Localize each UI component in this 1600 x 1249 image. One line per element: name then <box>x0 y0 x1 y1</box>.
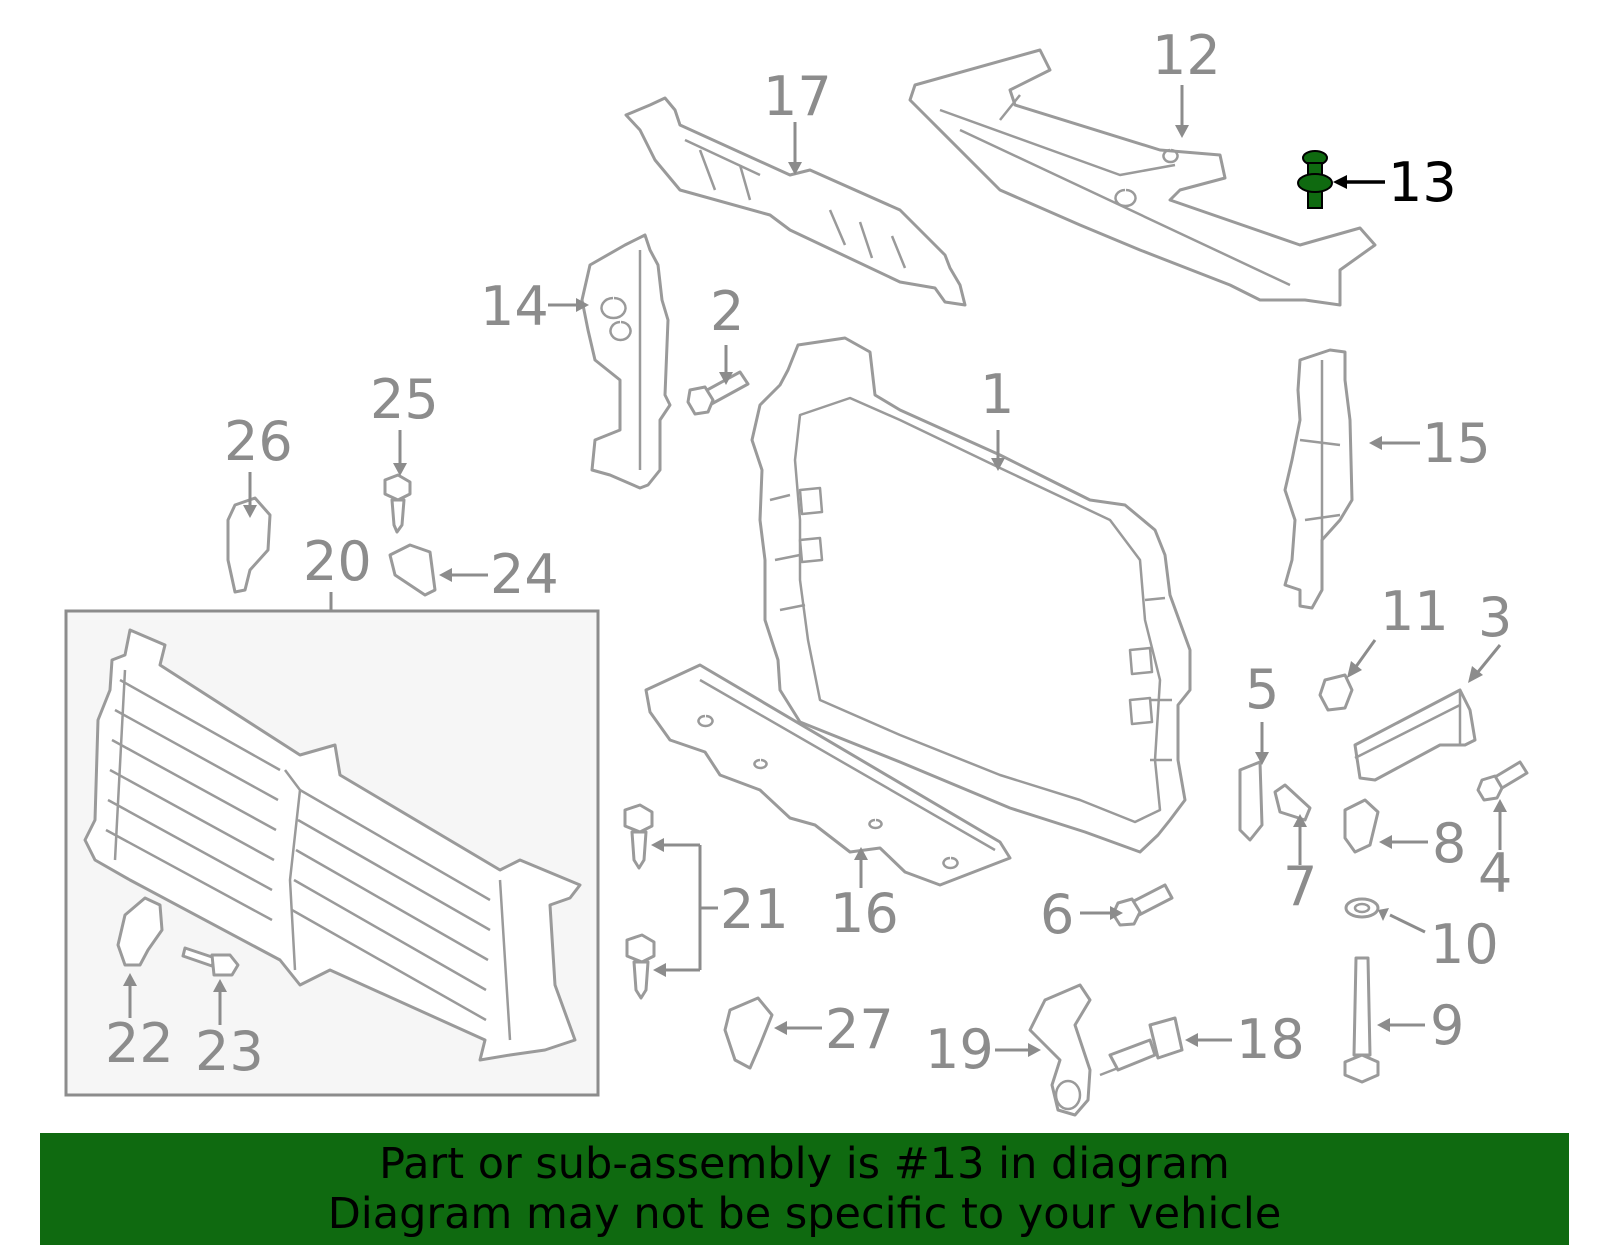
part-18-sensor[interactable] <box>1099 1016 1184 1077</box>
part-26-bracket[interactable] <box>226 496 272 594</box>
part-24-clip[interactable] <box>388 543 437 597</box>
part-23-screw[interactable] <box>181 946 240 977</box>
part-22-bracket[interactable] <box>116 896 164 967</box>
part-4-bolt[interactable] <box>1476 760 1529 802</box>
part-27-clip[interactable] <box>723 996 774 1070</box>
part-9-long-bolt[interactable] <box>1343 956 1380 1084</box>
callout-2: 2 <box>710 280 744 343</box>
part-13-clip-highlighted[interactable] <box>1297 150 1333 209</box>
part-19-latch[interactable] <box>1028 983 1092 1117</box>
part-8-bracket[interactable] <box>1343 798 1380 854</box>
callout-labels: 1 2 3 4 5 6 7 8 9 10 11 12 13 14 15 16 1… <box>105 24 1512 1083</box>
callout-24: 24 <box>490 543 559 606</box>
part-7-plate[interactable] <box>1273 783 1312 822</box>
callout-4: 4 <box>1478 842 1512 905</box>
callout-7: 7 <box>1283 855 1317 918</box>
part-17-air-deflector[interactable] <box>624 96 967 307</box>
part-3-bracket[interactable] <box>1353 688 1477 782</box>
part-15-side-bracket-right[interactable] <box>1283 348 1354 610</box>
callout-25: 25 <box>370 368 439 431</box>
callout-12: 12 <box>1152 24 1221 87</box>
part-10-washer[interactable] <box>1344 897 1380 919</box>
part-12-upper-tie-bar[interactable] <box>908 48 1377 307</box>
callout-11: 11 <box>1380 580 1449 643</box>
part-21-screws[interactable] <box>623 803 656 1000</box>
callout-10: 10 <box>1430 913 1499 976</box>
callout-21: 21 <box>720 878 789 941</box>
part-6-bolt[interactable] <box>1111 883 1174 927</box>
part-16-lower-deflector[interactable] <box>644 663 1012 887</box>
banner-line-disclaimer: Diagram may not be specific to your vehi… <box>327 1189 1282 1239</box>
callout-1: 1 <box>980 363 1014 426</box>
part-11-nut[interactable] <box>1318 673 1354 712</box>
info-banner: Part or sub-assembly is #13 in diagram D… <box>40 1133 1569 1245</box>
callout-14: 14 <box>480 275 549 338</box>
callout-26: 26 <box>224 410 293 473</box>
part-25-screw[interactable] <box>383 473 412 534</box>
callout-13-highlighted: 13 <box>1388 151 1457 214</box>
part-2-bolt[interactable] <box>686 370 750 416</box>
part-20-air-shutter[interactable] <box>83 628 582 1062</box>
callout-19: 19 <box>925 1018 994 1081</box>
callout-3: 3 <box>1478 586 1512 649</box>
callout-8: 8 <box>1432 812 1466 875</box>
callout-20: 20 <box>303 530 372 593</box>
part-14-side-bracket-left[interactable] <box>580 233 672 490</box>
callout-16: 16 <box>830 882 899 945</box>
callout-5: 5 <box>1245 658 1279 721</box>
part-1-radiator-support[interactable] <box>750 336 1192 854</box>
callout-17: 17 <box>763 65 832 128</box>
callout-6: 6 <box>1040 883 1074 946</box>
callout-27: 27 <box>825 998 894 1061</box>
banner-line-part-number: Part or sub-assembly is #13 in diagram <box>379 1139 1230 1189</box>
callout-15: 15 <box>1422 412 1491 475</box>
callout-18: 18 <box>1236 1008 1305 1071</box>
callout-9: 9 <box>1430 994 1464 1057</box>
callout-22: 22 <box>105 1012 174 1075</box>
callout-23: 23 <box>195 1020 264 1083</box>
part-5-bracket[interactable] <box>1238 760 1264 842</box>
leader-lines <box>123 85 1507 1057</box>
